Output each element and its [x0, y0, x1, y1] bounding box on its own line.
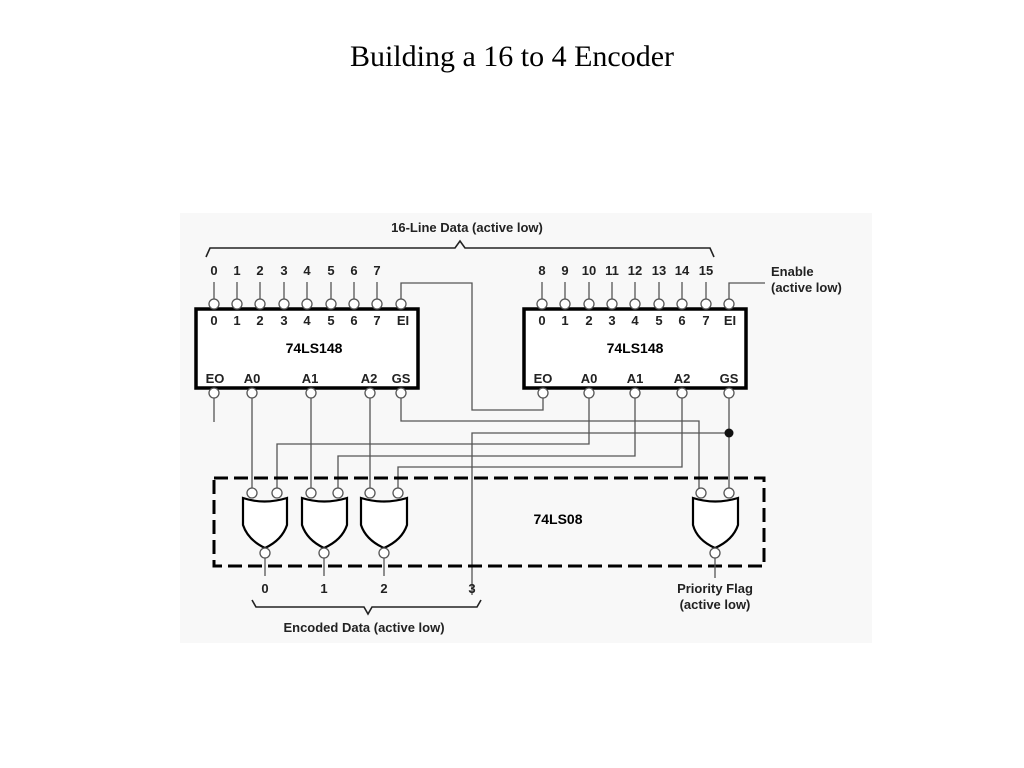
- slide-title: Building a 16 to 4 Encoder: [349, 40, 675, 73]
- pin-label: A0: [244, 371, 261, 386]
- input-label: 14: [675, 263, 690, 278]
- input-label: 4: [303, 263, 311, 278]
- input-wires: [213, 282, 765, 300]
- output-label: 3: [468, 581, 475, 596]
- left-gs-wire: [400, 395, 700, 490]
- pin-label: 1: [561, 313, 568, 328]
- chip-right-name: 74LS148: [607, 340, 664, 356]
- pin-label: 4: [631, 313, 639, 328]
- pin-label: 1: [233, 313, 240, 328]
- input-label: 3: [280, 263, 287, 278]
- pin-label: A1: [627, 371, 644, 386]
- enable-label-sub: (active low): [771, 280, 842, 295]
- enable-label: Enable: [771, 264, 814, 279]
- gate-2: [359, 487, 409, 576]
- input-label: 9: [561, 263, 568, 278]
- pin-label: EI: [397, 313, 409, 328]
- input-label: 0: [210, 263, 217, 278]
- bottom-brace: [251, 599, 482, 616]
- pin-label: 2: [256, 313, 263, 328]
- chip-74ls08-boundary: [212, 476, 766, 568]
- pin-label: 4: [303, 313, 311, 328]
- right-external-input-labels: 8 9 10 11 12 13 14 15: [538, 263, 713, 278]
- chip-right-74ls148: [522, 307, 748, 390]
- pin-label: 7: [702, 313, 709, 328]
- bottom-bus-label: Encoded Data (active low): [283, 620, 444, 635]
- pin-label: GS: [392, 371, 411, 386]
- input-label: 10: [582, 263, 596, 278]
- top-bus-label: 16-Line Data (active low): [391, 220, 543, 235]
- priority-flag-label-sub: (active low): [680, 597, 751, 612]
- pin-label: GS: [720, 371, 739, 386]
- pin-label: 6: [678, 313, 685, 328]
- pin-label: A0: [581, 371, 598, 386]
- diagram-background: [180, 213, 872, 643]
- right-input-bubbles: [536, 298, 735, 310]
- pin-label: 3: [608, 313, 615, 328]
- pin-label: EO: [534, 371, 553, 386]
- left-input-bubbles: [208, 298, 407, 310]
- pin-label: EO: [206, 371, 225, 386]
- pin-label: EI: [724, 313, 736, 328]
- priority-flag-label: Priority Flag: [677, 581, 753, 596]
- pin-label: 0: [538, 313, 545, 328]
- gate-priority: [691, 487, 740, 578]
- output-label: 1: [320, 581, 327, 596]
- input-label: 1: [233, 263, 240, 278]
- right-chip-pin-labels: 0 1 2 3 4 5 6 7 EI 74LS148 EO A0 A1 A2 G…: [534, 313, 739, 386]
- chip-output-bubbles: [208, 387, 735, 399]
- input-label: 6: [350, 263, 357, 278]
- pin-label: A2: [674, 371, 691, 386]
- input-label: 5: [327, 263, 334, 278]
- gate-0: [241, 487, 289, 576]
- gate-1: [300, 487, 349, 576]
- pin-label: 7: [373, 313, 380, 328]
- input-label: 11: [605, 263, 619, 278]
- input-label: 15: [699, 263, 713, 278]
- chip-74ls08-name: 74LS08: [533, 511, 582, 527]
- encoded-output-labels: 0 1 2 3: [261, 581, 475, 596]
- pin-label: 6: [350, 313, 357, 328]
- pin-label: A2: [361, 371, 378, 386]
- top-brace: [205, 239, 715, 258]
- input-label: 7: [373, 263, 380, 278]
- chip-left-name: 74LS148: [286, 340, 343, 356]
- pin-label: 2: [585, 313, 592, 328]
- input-label: 12: [628, 263, 642, 278]
- junction-dot: [724, 428, 734, 438]
- pin-label: A1: [302, 371, 319, 386]
- left-chip-pin-labels: 0 1 2 3 4 5 6 7 EI 74LS148 EO A0 A1 A2 G…: [206, 313, 411, 386]
- pin-label: 5: [327, 313, 334, 328]
- cascade-wire-ei-eo: [400, 282, 544, 411]
- pin-label: 5: [655, 313, 662, 328]
- output-label: 0: [261, 581, 268, 596]
- pin-label: 0: [210, 313, 217, 328]
- input-label: 13: [652, 263, 666, 278]
- input-label: 2: [256, 263, 263, 278]
- output-label: 2: [380, 581, 387, 596]
- left-external-input-labels: 0 1 2 3 4 5 6 7: [210, 263, 380, 278]
- pin-label: 3: [280, 313, 287, 328]
- input-label: 8: [538, 263, 545, 278]
- right-output-wires: [276, 398, 730, 595]
